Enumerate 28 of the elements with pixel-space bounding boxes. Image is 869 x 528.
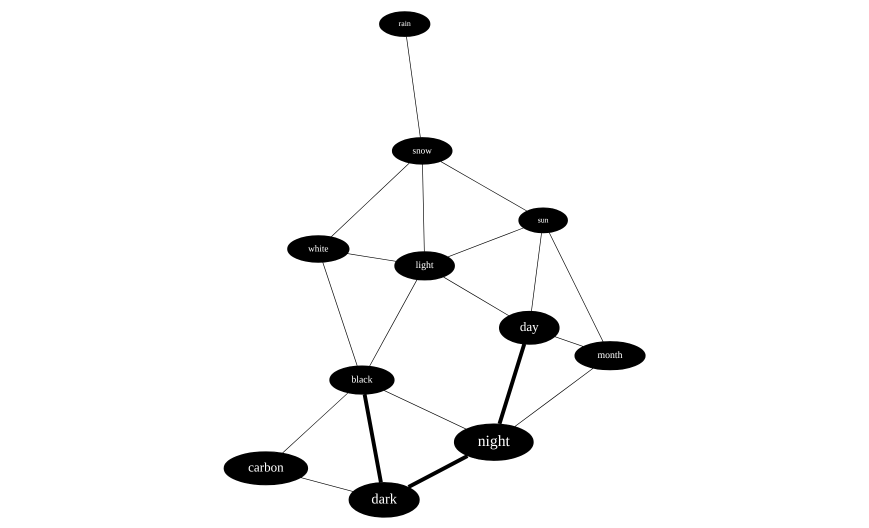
connector [362,394,383,482]
connector [448,227,524,257]
connector [384,390,466,429]
node-ellipse: day [499,310,560,344]
node-ellipse: dark [348,482,420,518]
node-ellipse: snow [392,136,452,164]
node-ellipse: month [574,340,646,370]
connector [347,252,396,262]
connector [282,392,348,453]
connector [514,367,594,426]
connector [498,343,526,424]
connector [548,232,604,342]
node-ellipse: light [394,250,455,280]
connector [422,163,425,252]
node-ellipse: white [287,234,350,262]
node-ellipse: carbon [224,450,308,485]
connector [531,232,542,311]
node-ellipse: night [454,423,534,460]
connector [330,162,410,237]
connector [369,279,418,366]
connector [300,476,354,492]
connector [406,36,421,138]
connector [443,276,510,316]
connector [554,336,584,346]
connector [408,454,468,488]
connector [322,261,358,366]
connector [440,160,528,211]
node-ellipse: black [329,364,395,394]
